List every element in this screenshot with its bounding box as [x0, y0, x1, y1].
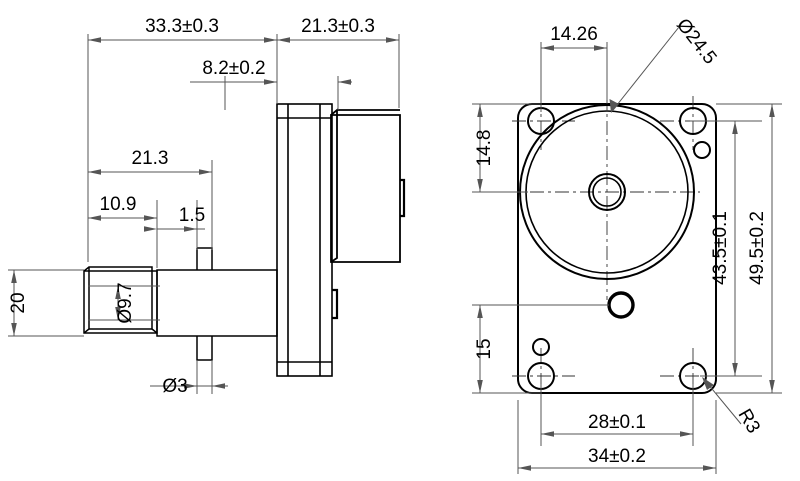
small-hole-top-right — [693, 141, 711, 159]
front-dimension-arrows — [477, 45, 775, 471]
dim-15-label: 15 — [474, 338, 495, 359]
side-flange-plate — [276, 103, 333, 377]
dim-49-5-label: 49.5±0.2 — [747, 211, 768, 285]
dim-34-label: 34±0.2 — [588, 446, 646, 467]
dim-43-5-label: 43.5±0.1 — [710, 211, 731, 285]
dim-14-8-label: 14.8 — [474, 130, 495, 167]
dim-9-7-label: Ø9.7 — [115, 282, 136, 323]
dim-21-3-top-label: 21.3±0.3 — [301, 16, 375, 37]
dim-3-label: Ø3 — [162, 376, 187, 397]
small-hole-bottom-left — [532, 338, 550, 356]
side-flange-tab — [332, 288, 339, 320]
dim-33-3-label: 33.3±0.3 — [145, 16, 219, 37]
dim-28-label: 28±0.1 — [588, 412, 646, 433]
dim-21-3-label: 21.3 — [132, 148, 169, 169]
side-motor-body — [330, 108, 401, 263]
center-bore-inner — [592, 177, 622, 207]
side-shaft-group — [83, 247, 278, 361]
side-motor-tab — [400, 178, 406, 218]
dim-10-9-label: 10.9 — [100, 194, 137, 215]
dim-1-5-label: 1.5 — [179, 205, 205, 226]
side-view: 33.3±0.3 21.3±0.3 8.2±0.2 21.3 10.9 1.5 … — [8, 16, 406, 397]
dim-20-label: 20 — [8, 292, 29, 313]
center-bore-outer — [588, 173, 626, 211]
dim-8-2-label: 8.2±0.2 — [202, 58, 265, 79]
dim-14-26-label: 14.26 — [550, 24, 598, 45]
side-dimension-arrows — [11, 37, 399, 389]
